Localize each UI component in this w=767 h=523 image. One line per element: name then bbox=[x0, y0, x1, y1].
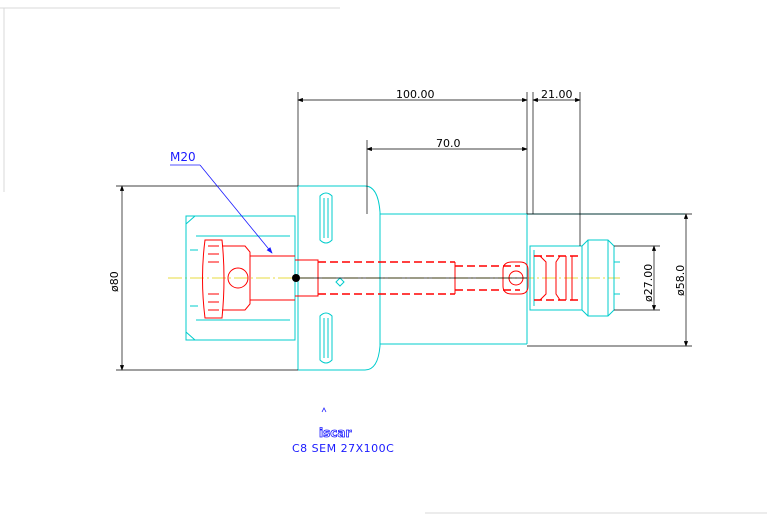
dimension-21: 21.00 bbox=[532, 88, 581, 246]
dim-label-dia-27: ø27.00 bbox=[642, 264, 655, 302]
sheet-frame bbox=[0, 7, 767, 514]
dimension-dia-80: ø80 bbox=[108, 185, 298, 371]
dim-label-21: 21.00 bbox=[541, 88, 573, 101]
dim-label-100: 100.00 bbox=[396, 88, 435, 101]
dimension-dia-27: ø27.00 bbox=[614, 245, 660, 311]
callout-label-m20: M20 bbox=[170, 150, 196, 164]
dim-label-dia-58: ø58.0 bbox=[674, 265, 687, 296]
dim-label-dia-80: ø80 bbox=[108, 271, 121, 292]
part-code: C8 SEM 27X100C bbox=[292, 442, 394, 455]
dim-label-70: 70.0 bbox=[436, 137, 461, 150]
dimension-dia-58: ø58.0 bbox=[527, 213, 692, 347]
thread-callout: M20 bbox=[170, 150, 273, 254]
internal-hidden-parts bbox=[202, 239, 580, 319]
svg-text:iscar: iscar bbox=[319, 426, 351, 440]
title-block: iscar C8 SEM 27X100C bbox=[292, 407, 394, 455]
dimension-100: 100.00 bbox=[297, 88, 528, 214]
brand-logo: iscar bbox=[319, 407, 352, 440]
dimension-70: 70.0 bbox=[366, 137, 528, 214]
